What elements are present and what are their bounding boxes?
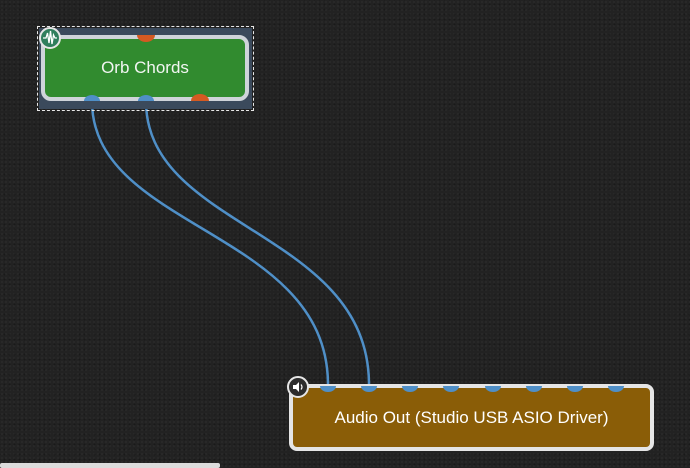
waveform-icon (39, 27, 61, 49)
plugin-node-label: Orb Chords (101, 58, 189, 77)
audio-connection-wire-2[interactable] (144, 100, 371, 386)
audio-output-node-label: Audio Out (Studio USB ASIO Driver) (334, 407, 609, 427)
audio-connection-wire-1[interactable] (90, 100, 330, 386)
plugin-node-orb-chords[interactable]: Orb Chords (41, 35, 249, 101)
audio-output-node[interactable]: Audio Out (Studio USB ASIO Driver) (289, 384, 654, 451)
horizontal-scrollbar[interactable] (0, 463, 220, 468)
selection-box (37, 26, 254, 111)
speaker-icon (287, 376, 309, 398)
